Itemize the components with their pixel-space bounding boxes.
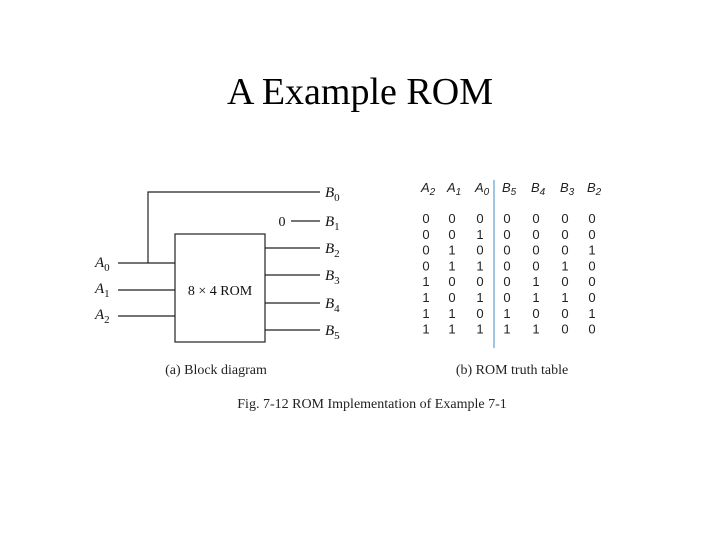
truth-table-cell: 1 xyxy=(588,306,595,321)
output-label-b3: B3 xyxy=(325,268,340,287)
truth-table-header: A2 xyxy=(420,180,436,198)
truth-table-cell: 0 xyxy=(448,227,455,242)
truth-table-cell: 1 xyxy=(532,290,539,305)
truth-table-header: B2 xyxy=(587,180,602,198)
truth-table-cell: 1 xyxy=(532,322,539,337)
truth-table-cell: 0 xyxy=(503,290,510,305)
input-label-a2: A2 xyxy=(94,307,110,326)
truth-table-cell: 0 xyxy=(532,258,539,273)
truth-table-cell: 0 xyxy=(476,306,483,321)
truth-table-cell: 1 xyxy=(448,258,455,273)
truth-table-cell: 0 xyxy=(561,274,568,289)
truth-table-cell: 1 xyxy=(532,274,539,289)
truth-table-cell: 0 xyxy=(448,274,455,289)
truth-table-header: B3 xyxy=(560,180,575,198)
truth-table-cell: 0 xyxy=(588,227,595,242)
truth-table-cell: 0 xyxy=(476,211,483,226)
truth-table-cell: 1 xyxy=(588,243,595,258)
truth-table-cell: 0 xyxy=(422,211,429,226)
block-diagram-caption: (a) Block diagram xyxy=(165,363,267,378)
truth-table-cell: 0 xyxy=(448,211,455,226)
truth-table-cell: 0 xyxy=(476,274,483,289)
truth-table-cell: 0 xyxy=(503,258,510,273)
truth-table-cell: 0 xyxy=(532,243,539,258)
a0-to-b0-wire xyxy=(147,191,320,263)
truth-table-cell: 1 xyxy=(448,243,455,258)
truth-table-cell: 0 xyxy=(588,290,595,305)
truth-table-cell: 0 xyxy=(422,258,429,273)
truth-table-cell: 1 xyxy=(422,274,429,289)
output-label-b1: B1 xyxy=(325,214,340,233)
truth-table-header: B4 xyxy=(531,180,546,198)
input-label-a0: A0 xyxy=(94,255,110,274)
truth-table-cell: 0 xyxy=(503,243,510,258)
output-label-b2: B2 xyxy=(325,241,340,260)
truth-table-cell: 0 xyxy=(588,211,595,226)
truth-table-cell: 0 xyxy=(503,211,510,226)
truth-table-cell: 0 xyxy=(561,322,568,337)
truth-table-header: A1 xyxy=(446,180,461,198)
truth-table-cell: 0 xyxy=(422,243,429,258)
truth-table-cell: 1 xyxy=(476,258,483,273)
truth-table-cell: 1 xyxy=(503,322,510,337)
truth-table-cell: 0 xyxy=(561,243,568,258)
truth-table-cell: 0 xyxy=(588,322,595,337)
zero-label: 0 xyxy=(279,215,286,230)
truth-table-cell: 1 xyxy=(448,322,455,337)
input-label-a1: A1 xyxy=(94,281,110,300)
truth-table-cell: 1 xyxy=(422,322,429,337)
truth-table-cell: 1 xyxy=(448,306,455,321)
truth-table-cell: 0 xyxy=(448,290,455,305)
truth-table-cell: 1 xyxy=(422,290,429,305)
output-label-b4: B4 xyxy=(325,296,340,315)
truth-table-cell: 0 xyxy=(532,306,539,321)
truth-table-cell: 0 xyxy=(561,227,568,242)
truth-table-caption: (b) ROM truth table xyxy=(456,363,568,378)
truth-table-cell: 0 xyxy=(503,227,510,242)
truth-table-cell: 1 xyxy=(561,290,568,305)
truth-table-cell: 1 xyxy=(476,322,483,337)
truth-table-cell: 0 xyxy=(422,227,429,242)
slide-title: A Example ROM xyxy=(227,71,493,113)
output-label-b0: B0 xyxy=(325,185,340,204)
truth-table-cell: 0 xyxy=(503,274,510,289)
output-label-b5: B5 xyxy=(325,323,340,342)
truth-table-cell: 1 xyxy=(503,306,510,321)
rom-block-label: 8 × 4 ROM xyxy=(188,284,253,299)
truth-table-cell: 1 xyxy=(476,290,483,305)
truth-table-cell: 0 xyxy=(532,227,539,242)
truth-table-cell: 0 xyxy=(588,274,595,289)
truth-table-header: A0 xyxy=(474,180,490,198)
truth-table-header: B5 xyxy=(502,180,517,198)
truth-table-cell: 1 xyxy=(476,227,483,242)
truth-table-cell: 1 xyxy=(422,306,429,321)
rom-block xyxy=(174,233,266,343)
truth-table-cell: 0 xyxy=(561,306,568,321)
truth-table-cell: 0 xyxy=(476,243,483,258)
truth-table-cell: 0 xyxy=(561,211,568,226)
truth-table-cell: 0 xyxy=(532,211,539,226)
truth-table-cell: 1 xyxy=(561,258,568,273)
figure-caption: Fig. 7-12 ROM Implementation of Example … xyxy=(237,397,506,412)
truth-table-cell: 0 xyxy=(588,258,595,273)
